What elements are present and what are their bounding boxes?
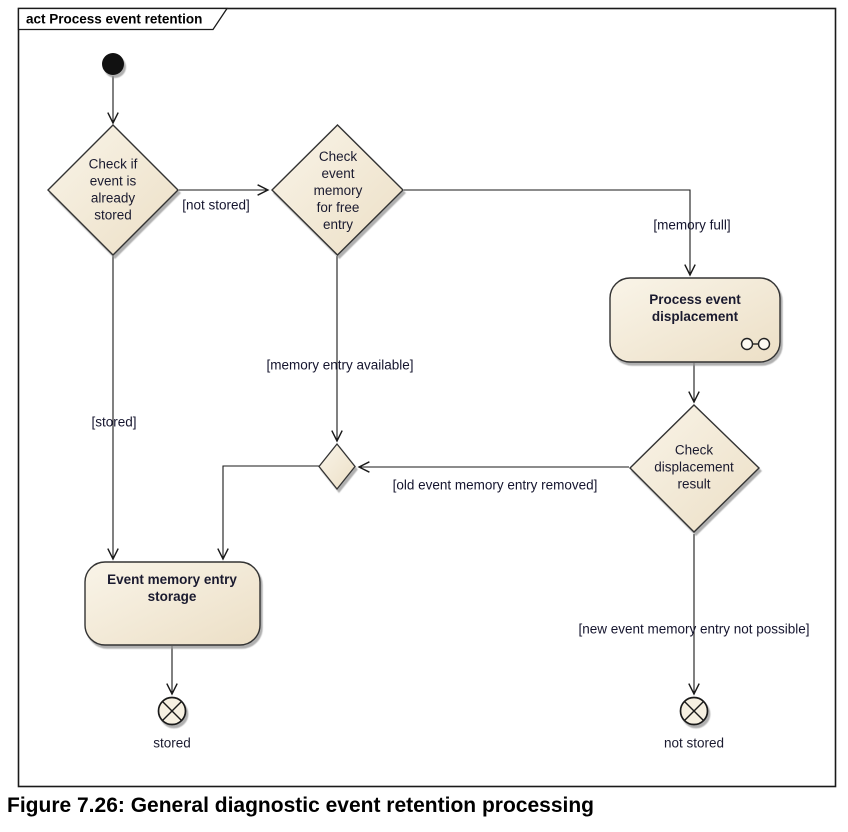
figure-caption: Figure 7.26: General diagnostic event re…: [7, 794, 594, 817]
behavior-call-icon: [740, 337, 771, 351]
edge-merge-to-storage: [223, 465, 319, 559]
activity-storage-shape: [84, 561, 261, 646]
frame-border: [17, 7, 837, 788]
decision-check-displacement-shape: [629, 404, 761, 533]
edge-memory-full: [404, 189, 690, 275]
initial-node: [102, 53, 124, 75]
frame-title: act Process event retention: [26, 11, 203, 27]
merge-node-shape: [318, 442, 356, 491]
frame-tab: [17, 7, 229, 31]
final-not-stored-node: [679, 696, 709, 726]
final-stored-node: [157, 696, 187, 726]
decision-check-stored-shape: [47, 124, 179, 256]
decision-check-memory-shape: [271, 124, 404, 256]
activity-displacement-shape: [609, 277, 781, 363]
